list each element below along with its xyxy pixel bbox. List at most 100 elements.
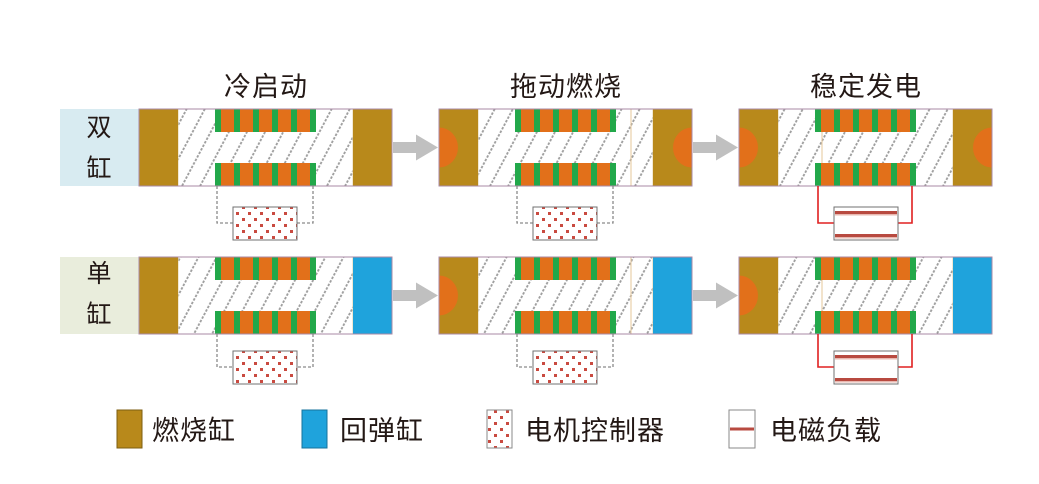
diagram-shapes (138, 108, 993, 385)
controller-wiring-dashed (216, 186, 314, 224)
motor-controller-box (532, 206, 598, 241)
legend-label-rebound-cylinder: 回弹缸 (340, 416, 424, 447)
coil-core-segment (572, 163, 578, 186)
coil-core-segment (534, 311, 540, 334)
row-label-dual-line1: 双 (86, 113, 111, 142)
row-label-background-single-cylinder (60, 257, 139, 334)
coil-winding-segment (221, 311, 234, 334)
coil-core-segment (234, 311, 240, 334)
coil-core-segment (310, 311, 316, 334)
coil-core-segment (253, 163, 259, 186)
coil-core-segment (310, 257, 316, 280)
legend-label-electromagnetic-load: 电磁负载 (770, 416, 882, 447)
generator-outline (738, 108, 993, 187)
coil-winding-segment (278, 311, 291, 334)
row-labels: 双 缸 单 缸 (86, 113, 111, 329)
legend: 燃烧缸 回弹缸 电机控制器 电磁负载 (116, 409, 882, 449)
coil-winding-segment (878, 257, 891, 280)
legend-label-combustion-cylinder: 燃烧缸 (152, 416, 236, 447)
coil-core-segment (534, 109, 540, 132)
row-label-dual-line2: 缸 (86, 154, 111, 183)
transition-arrow-icon (393, 282, 438, 309)
coil-winding-segment (540, 163, 553, 186)
coil-core-segment (515, 163, 521, 186)
coil-core-segment (910, 109, 916, 132)
generator-cell-dual-cylinder-stage-3 (738, 108, 993, 241)
coil-winding-segment (859, 163, 872, 186)
coil-core-segment (215, 311, 221, 334)
coil-winding-segment (221, 163, 234, 186)
left-combustion-flame-icon (439, 127, 458, 168)
coil-core-segment (610, 257, 616, 280)
generator-cell-dual-cylinder-stage-2 (438, 108, 738, 241)
coil-core-segment (553, 311, 559, 334)
coil-core-segment (234, 163, 240, 186)
load-stripe-bottom (835, 234, 897, 237)
stator-coil-bottom (515, 163, 616, 186)
load-stripe-bottom-shade (835, 237, 897, 239)
generator-outline (138, 108, 393, 187)
controller-wiring-dashed (216, 334, 314, 368)
row-label-backgrounds (60, 109, 139, 334)
coil-core-segment (853, 257, 859, 280)
coil-core-segment (272, 257, 278, 280)
coil-winding-segment (821, 109, 834, 132)
stage-title-cold-start: 冷启动 (224, 72, 308, 103)
left-combustion-cylinder (139, 257, 178, 334)
coil-core-segment (891, 109, 897, 132)
coil-winding-segment (221, 109, 234, 132)
coil-core-segment (291, 109, 297, 132)
coil-core-segment (572, 109, 578, 132)
coil-winding-segment (297, 109, 310, 132)
coil-winding-segment (897, 109, 910, 132)
coil-winding-segment (821, 163, 834, 186)
coil-core-segment (253, 109, 259, 132)
load-wiring (817, 186, 913, 224)
coil-core-segment (910, 163, 916, 186)
coil-core-segment (815, 257, 821, 280)
generator-cell-single-cylinder-stage-2 (438, 256, 738, 385)
coil-core-segment (610, 109, 616, 132)
coil-core-segment (834, 257, 840, 280)
stator-coil-top (515, 257, 616, 280)
coil-core-segment (272, 311, 278, 334)
coil-winding-segment (821, 311, 834, 334)
motor-controller-box (532, 350, 598, 385)
coil-winding-segment (597, 311, 610, 334)
coil-winding-segment (240, 163, 253, 186)
coil-winding-segment (859, 311, 872, 334)
coil-winding-segment (897, 163, 910, 186)
coil-winding-segment (878, 109, 891, 132)
generator-outline (738, 256, 993, 335)
coil-winding-segment (859, 257, 872, 280)
coil-core-segment (291, 163, 297, 186)
right-combustion-cylinder (353, 109, 392, 186)
controller-wiring-dashed (516, 334, 614, 368)
coil-winding-segment (540, 257, 553, 280)
coil-core-segment (872, 311, 878, 334)
row-label-single-line2: 缸 (86, 300, 111, 329)
stator-coil-bottom (815, 163, 916, 186)
coil-winding-segment (259, 163, 272, 186)
coil-winding-segment (521, 109, 534, 132)
load-stripe-top (835, 211, 897, 214)
coil-winding-segment (578, 109, 591, 132)
transition-arrow-icon (693, 282, 738, 309)
legend-swatch-rebound-cylinder (301, 409, 328, 449)
coil-core-segment (515, 257, 521, 280)
coil-winding-segment (259, 257, 272, 280)
coil-winding-segment (597, 163, 610, 186)
stator-coil-top (215, 257, 316, 280)
coil-winding-segment (840, 109, 853, 132)
coil-core-segment (815, 311, 821, 334)
coil-core-segment (853, 109, 859, 132)
coil-core-segment (253, 311, 259, 334)
coil-winding-segment (597, 257, 610, 280)
stator-coil-top (515, 109, 616, 132)
controller-wiring-dashed (516, 186, 614, 224)
transition-arrow-icon (693, 134, 738, 161)
transition-arrow-icon (393, 134, 438, 161)
coil-core-segment (815, 109, 821, 132)
coil-core-segment (234, 257, 240, 280)
